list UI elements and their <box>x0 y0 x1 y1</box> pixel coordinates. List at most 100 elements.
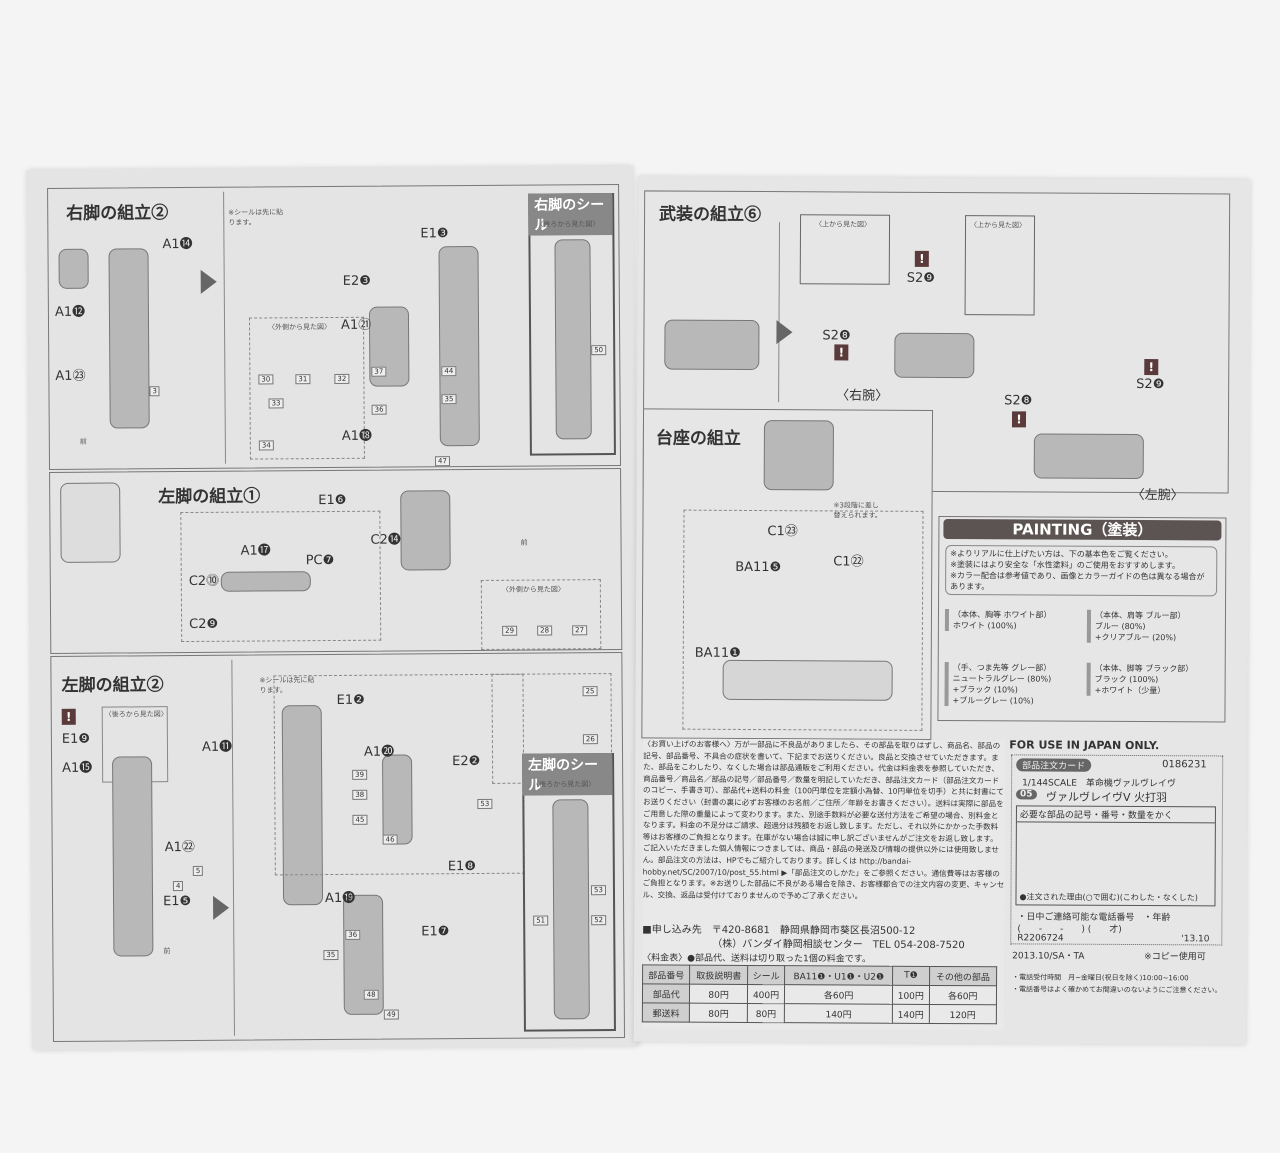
text-label: 47 <box>434 456 450 467</box>
table-cell: 400円 <box>747 984 785 1004</box>
text-label: 49 <box>383 1009 399 1020</box>
text-label: 〈後ろから見た図〉 <box>532 780 596 789</box>
text-label: +クリアブルー (20%) <box>1094 632 1177 643</box>
part-label: A1⓬ <box>54 304 86 320</box>
text-label: ヴァルヴレイヴV 火打羽 <box>1045 790 1168 805</box>
text-label: ・電話受付時間 月~金曜日(祝日を除く)10:00~16:00 <box>1012 973 1189 983</box>
caution-icon: ! <box>914 250 929 267</box>
text-label: 44 <box>441 366 457 377</box>
caution-icon: ! <box>1144 359 1159 376</box>
table-cell: BA11❶・U1❶・U2❶ <box>784 965 893 986</box>
text-label: S2❽ <box>822 328 851 344</box>
text-label: A1⓯ <box>62 760 93 776</box>
text-label: 05 <box>1016 789 1037 800</box>
text-label: 53 <box>590 885 606 896</box>
leg-part <box>108 248 150 429</box>
text-label: 26 <box>582 734 598 745</box>
text-label: S2❾ <box>1136 377 1165 393</box>
text-label: ホワイト (100%) <box>952 621 1017 631</box>
text-label: TEL 054-208-7520 <box>872 939 965 952</box>
base-assembly-panel: 台座の組立 ※3段階に差し替えられます。 C1㉓ C1㉒ BA11❺ BA11❶ <box>641 408 934 740</box>
table-cell: 各60円 <box>929 985 997 1005</box>
painting-section: PAINTING（塗装） ※よりリアルに仕上げたい方は、下の基本色をご覧ください… <box>937 515 1227 723</box>
text-label: 53 <box>477 798 493 809</box>
table-cell: 各60円 <box>784 984 893 1005</box>
text-label: 5 <box>192 865 204 876</box>
left-leg-seal-box: 左脚のシール 〈後ろから見た図〉 53 51 52 <box>522 753 616 1032</box>
text-label: 〈上から見た図〉 <box>969 221 1027 230</box>
text-label: ブルー (80%) <box>1094 621 1146 632</box>
arrow-icon <box>200 269 217 294</box>
text-label: 部品注文カード <box>1016 758 1092 772</box>
text-label: （本体、脚等 ブラック部） <box>1094 663 1194 674</box>
text-label: ニュートラルグレー (80%) <box>952 674 1052 684</box>
text-label: 台座の組立 <box>655 428 741 449</box>
text-label: 2013.10/SA・TA <box>1012 951 1085 962</box>
text-label: E1❻ <box>318 492 347 509</box>
text-label: 50 <box>591 345 607 356</box>
text-label: 4 <box>172 881 184 892</box>
text-label: （手、つま先等 グレー部） <box>952 663 1052 673</box>
text-label: BA11❶ <box>694 645 741 661</box>
text-label: 前 <box>163 947 171 956</box>
text-label: 38 <box>352 789 368 800</box>
text-label: C1㉓ <box>767 524 798 540</box>
caution-icon: ! <box>61 708 76 725</box>
text-label: 1/144SCALE 革命機ヴァルヴレイヴ <box>1022 778 1176 790</box>
text-label: BA11❺ <box>735 559 782 576</box>
text-label: FOR USE IN JAPAN ONLY. <box>1009 738 1160 753</box>
table-cell: 部品代 <box>642 983 690 1004</box>
text-label: PC❼ <box>305 552 335 569</box>
text-label: E1❺ <box>162 893 192 910</box>
text-label: 〈上から見た図〉 <box>814 220 872 229</box>
left-leg-assembly-1-panel: 左脚の組立① 〈外側から見た図〉 29 28 27 E1❻ A1⓱ PC❼ C2… <box>49 467 623 654</box>
order-write-box[interactable]: 必要な部品の記号・番号・数量をかく ●注文された理由(○で囲む)(こわした・なく… <box>1015 805 1216 907</box>
text-label: （本体、肩等 ブルー部） <box>1094 610 1186 621</box>
text-label: +ブラック (10%) <box>952 685 1018 695</box>
text-label: C2⓮ <box>370 532 401 548</box>
text-label: R2206724 <box>1017 933 1064 944</box>
text-label: S2❾ <box>906 270 935 286</box>
sticker-number: 31 <box>295 374 311 385</box>
text-label: （株）バンダイ静岡相談センター <box>712 938 863 951</box>
table-cell: 140円 <box>784 1003 893 1024</box>
parts-order-card: FOR USE IN JAPAN ONLY. 部品注文カード 0186231 1… <box>1008 738 1238 1039</box>
text-label: C1㉒ <box>833 554 864 570</box>
seal-note: ※シールは先に貼ります。 <box>228 208 284 227</box>
text-label: 36 <box>345 929 361 940</box>
sticker-number: 34 <box>258 440 274 451</box>
text-label: E1❼ <box>421 924 450 940</box>
text-label: ※コピー使用可 <box>1144 952 1206 963</box>
text-label: 28 <box>537 625 553 636</box>
text-label: 〈料金表〉●部品代、送料は切り取った1個の料金です。 <box>642 953 871 965</box>
text-label: ●注文された理由(○で囲む)(こわした・なくした) <box>1019 892 1198 903</box>
text-label: 27 <box>572 625 588 636</box>
text-label: 必要な部品の記号・番号・数量をかく <box>1016 806 1215 824</box>
text-label: PAINTING（塗装） <box>943 519 1222 541</box>
text-label: 〈左腕〉 <box>1131 487 1184 504</box>
text-label: 51 <box>533 915 549 926</box>
text-label: S2❽ <box>1004 393 1033 409</box>
text-label: C2⓾ <box>188 573 220 590</box>
text-label: 〈外側から見た図〉 <box>501 585 565 594</box>
right-page: 武装の組立⑥ 〈上から見た図〉 〈上から見た図〉 ! S2❾ S2❽ ! 〈右腕… <box>633 176 1251 1045</box>
table-cell: 部品番号 <box>642 964 691 985</box>
outside-view-box: 〈外側から見た図〉 30 31 32 33 34 <box>248 316 365 460</box>
right-leg-assembly-2-panel: 右脚の組立② ※シールは先に貼ります。 A1⓮ A1⓬ A1㉓ E1❸ E2❸ … <box>47 183 622 470</box>
text-label: +ブルーグレー (10%) <box>952 696 1034 706</box>
text-label: 25 <box>582 686 598 697</box>
text-label: 48 <box>363 989 379 1000</box>
sticker-number: 32 <box>334 373 350 384</box>
text-label: A1⓱ <box>240 543 271 559</box>
text-label: 左脚の組立① <box>158 486 261 508</box>
text-label: 36 <box>371 404 387 415</box>
part-label: A1⓮ <box>162 236 193 253</box>
left-leg-assembly-2-panel: 左脚の組立② ! 〈後ろから見た図〉 ※シールは先に貼ります。 E1❾ A1⓫ … <box>50 651 626 1042</box>
caution-icon: ! <box>1011 411 1027 428</box>
text-label: 52 <box>591 915 607 926</box>
sticker-number: 33 <box>268 398 284 409</box>
left-page: 右脚の組立② ※シールは先に貼ります。 A1⓮ A1⓬ A1㉓ E1❸ E2❸ … <box>26 165 640 1051</box>
text-label: 前 <box>520 538 528 547</box>
caution-icon: ! <box>834 344 849 361</box>
